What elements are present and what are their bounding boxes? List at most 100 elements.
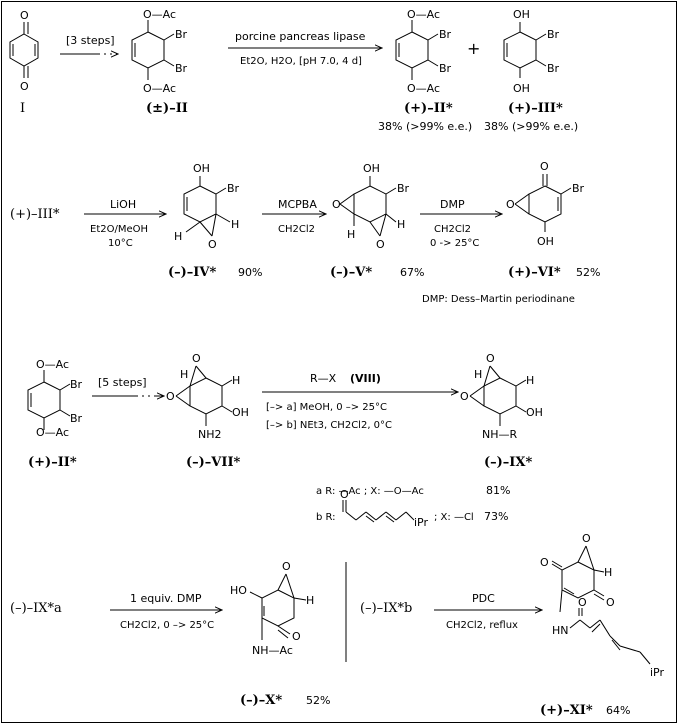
acyl-O: O <box>340 488 349 501</box>
dienoyl-chain-structure: O iPr <box>340 488 428 529</box>
substituent-NHR: NH—R <box>482 428 518 441</box>
compound-label-III-plus: (+)–III* <box>508 101 563 116</box>
amide-O: O <box>578 596 587 609</box>
ketone-O: O <box>606 596 615 609</box>
yield-IX-b: 73% <box>484 510 508 523</box>
row3-reagent-id: (VIII) <box>350 372 381 385</box>
atom-O: O <box>20 9 29 22</box>
compound-label-II-row3: (+)–II* <box>28 455 77 470</box>
amide-HN: HN <box>552 624 569 637</box>
substituent-Br: Br <box>70 412 83 425</box>
row2-cond1a: Et2O/MeOH <box>90 224 148 235</box>
enzyme-label: porcine pancreas lipase <box>235 30 366 43</box>
compound-II-racemic-structure: O—Ac Br Br O—Ac <box>131 8 188 95</box>
substituent-OH: OH <box>513 8 530 21</box>
atom-H: H <box>526 374 534 387</box>
row2-reagent3: DMP <box>440 198 465 211</box>
compound-label-IV: (–)–IV* <box>168 265 216 280</box>
compound-I-structure: O O <box>9 9 39 93</box>
row4-left-reagent: 1 equiv. DMP <box>130 592 202 605</box>
step1-label: [3 steps] <box>66 34 115 47</box>
epoxide-O: O <box>506 198 515 211</box>
row4-left-start: (–)–IX*a <box>10 601 62 616</box>
row4-right-start: (–)–IX*b <box>360 601 412 616</box>
atom-H: H <box>604 566 612 579</box>
epoxide-O: O <box>192 352 201 365</box>
substituent-Br: Br <box>439 62 452 75</box>
epoxide-O: O <box>460 390 469 403</box>
epoxide-O: O <box>486 352 495 365</box>
atom-H: H <box>474 368 482 381</box>
variant-b-R-label: b R: <box>316 512 336 523</box>
compound-label-VI: (+)–VI* <box>508 265 561 280</box>
ketone-O: O <box>292 630 301 643</box>
row4-right-cond: CH2Cl2, reflux <box>446 620 518 631</box>
compound-IV-structure: OH Br O H H <box>174 162 240 251</box>
substituent-OH: OH <box>513 82 530 95</box>
substituent-iPr: iPr <box>650 666 664 679</box>
epoxide-O: O <box>582 532 591 545</box>
row2-reagent1: LiOH <box>110 198 136 211</box>
substituent-Br: Br <box>227 182 240 195</box>
compound-XI-structure: O H O O HN O iPr <box>540 532 664 679</box>
compound-label-I: I <box>20 101 25 116</box>
compound-label-X: (–)–X* <box>240 693 282 708</box>
substituent-NHAc: NH—Ac <box>252 644 293 657</box>
row2-reagent2: MCPBA <box>278 198 317 211</box>
compound-label-IX: (–)–IX* <box>484 455 532 470</box>
epoxide-O: O <box>166 390 175 403</box>
atom-H: H <box>232 374 240 387</box>
row2-cond1b: 10°C <box>108 238 133 249</box>
atom-H: H <box>397 218 405 231</box>
epoxide-O: O <box>376 238 385 251</box>
yield-XI: 64% <box>606 704 630 717</box>
row2-start-label: (+)–III* <box>10 207 60 222</box>
substituent-Br: Br <box>397 182 410 195</box>
compound-label-V: (–)–V* <box>330 265 372 280</box>
substituent-Br: Br <box>70 378 83 391</box>
substituent-OH: OH <box>232 406 249 419</box>
substituent-Br: Br <box>175 28 188 41</box>
substituent-Br: Br <box>547 28 560 41</box>
substituent-OH: OH <box>363 162 380 175</box>
compound-III-plus-structure: OH Br Br OH <box>503 8 560 95</box>
substituent-OAc: O—Ac <box>407 8 440 21</box>
substituent-Br: Br <box>175 62 188 75</box>
substituent-Br: Br <box>572 182 585 195</box>
substituent-OAc: O—Ac <box>143 8 176 21</box>
atom-H: H <box>231 218 239 231</box>
row3-reagent: R—X <box>310 372 337 385</box>
compound-IX-structure: O O H H OH NH—R <box>460 352 543 441</box>
compound-label-XI: (+)–XI* <box>540 703 593 718</box>
row3-cond-a: [–> a] MeOH, 0 –> 25°C <box>266 402 387 413</box>
substituent-OH: OH <box>193 162 210 175</box>
dmp-footnote: DMP: Dess–Martin periodinane <box>422 294 575 305</box>
atom-O: O <box>20 80 29 93</box>
row2-cond3b: 0 -> 25°C <box>430 238 479 249</box>
yield-X: 52% <box>306 694 330 707</box>
substituent-OH: OH <box>526 406 543 419</box>
substituent-OH: OH <box>537 235 554 248</box>
yield-III-plus: 38% (>99% e.e.) <box>484 120 578 133</box>
row4-left-cond: CH2Cl2, 0 –> 25°C <box>120 620 214 631</box>
enzyme-conditions: Et2O, H2O, [pH 7.0, 4 d] <box>240 56 362 67</box>
substituent-OAc: O—Ac <box>36 358 69 371</box>
compound-label-II-racemic: (±)–II <box>146 101 188 116</box>
compound-II-plus-row3-structure: O—Ac Br Br O—Ac <box>27 358 83 439</box>
atom-H: H <box>174 230 182 243</box>
yield-V: 67% <box>400 266 424 279</box>
variant-a-definition: a R: —Ac ; X: —O—Ac <box>316 486 424 497</box>
substituent-HO: HO <box>230 584 247 597</box>
compound-II-plus-structure: O—Ac Br Br O—Ac <box>395 8 452 95</box>
epoxide-O: O <box>332 198 341 211</box>
compound-X-structure: O H HO O NH—Ac <box>230 560 314 657</box>
row3-cond-b: [–> b] NEt3, CH2Cl2, 0°C <box>266 420 392 431</box>
compound-VI-structure: O Br O OH <box>506 160 585 248</box>
substituent-Br: Br <box>547 62 560 75</box>
yield-II-plus: 38% (>99% e.e.) <box>378 120 472 133</box>
substituent-Br: Br <box>439 28 452 41</box>
compound-VII-structure: O O H H OH NH2 <box>166 352 249 441</box>
epoxide-O: O <box>282 560 291 573</box>
